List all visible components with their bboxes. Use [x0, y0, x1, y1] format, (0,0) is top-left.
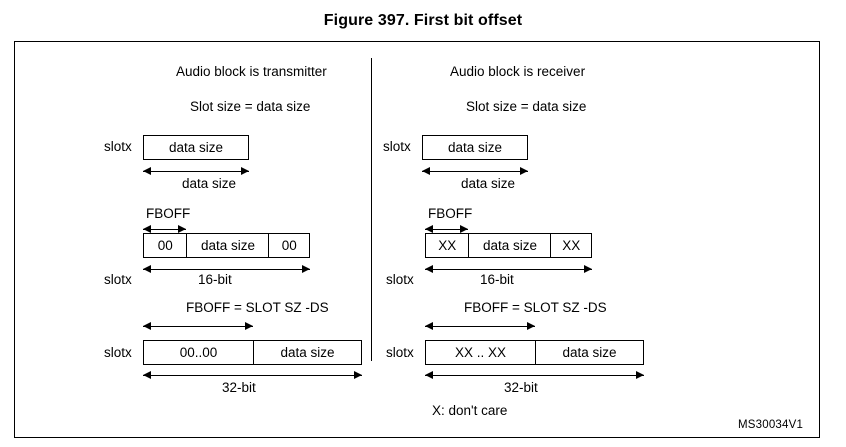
panel-heading-receiver: Audio block is receiver — [450, 64, 586, 79]
fboff-arrow-rx-row-2 — [425, 225, 468, 234]
figure-title: Figure 397. First bit offset — [323, 12, 523, 29]
slot-box-tx-row-1: data size — [143, 135, 249, 160]
cell-rx-row-1-0: data size — [447, 140, 503, 155]
slot-box-rx-row-3: XX .. XX data size — [425, 340, 644, 365]
panel-heading-transmitter: Audio block is transmitter — [176, 64, 327, 79]
dim-arrow-tx-row-2 — [143, 265, 310, 274]
dim-caption-rx-row-2: 16-bit — [480, 272, 514, 287]
fboff-caption-rx-row-2: FBOFF — [428, 206, 473, 221]
panel-subheading-receiver: Slot size = data size — [466, 99, 587, 114]
slot-label-rx-row-3: slotx — [386, 345, 414, 360]
fboff-caption-tx-row-2: FBOFF — [146, 206, 191, 221]
dim-arrow-tx-row-1 — [143, 167, 249, 176]
figure-watermark: MS30034V1 — [738, 419, 804, 431]
dim-arrow-rx-row-2 — [425, 265, 592, 274]
dim-caption-rx-row-1: data size — [461, 176, 516, 191]
slot-box-rx-row-1: data size — [422, 135, 528, 160]
slot-label-tx-row-2: slotx — [104, 272, 132, 287]
cell-tx-row-2-0: 00 — [157, 238, 173, 253]
dont-care-note: X: don't care — [432, 403, 508, 418]
slot-label-rx-row-2: slotx — [386, 272, 414, 287]
slot-box-rx-row-2: XX data size XX — [425, 233, 592, 258]
cell-tx-row-2-2: 00 — [268, 234, 309, 257]
slot-label-rx-row-1: slotx — [383, 139, 411, 154]
fboff-arrow-tx-row-3 — [143, 322, 253, 331]
fboff-caption-tx-row-3: FBOFF = SLOT SZ -DS — [186, 300, 329, 315]
slot-label-tx-row-1: slotx — [104, 139, 132, 154]
figure-frame — [14, 41, 820, 438]
dim-caption-tx-row-3: 32-bit — [222, 380, 256, 395]
cell-rx-row-2-1: data size — [468, 234, 550, 257]
panel-divider — [371, 58, 372, 361]
fboff-caption-rx-row-3: FBOFF = SLOT SZ -DS — [464, 300, 607, 315]
cell-rx-row-3-1: data size — [534, 341, 643, 364]
fboff-arrow-rx-row-3 — [425, 322, 535, 331]
slot-label-tx-row-3: slotx — [104, 345, 132, 360]
cell-tx-row-1-0: data size — [168, 140, 224, 155]
dim-caption-rx-row-3: 32-bit — [504, 380, 538, 395]
cell-rx-row-2-0: XX — [438, 238, 457, 253]
dim-arrow-rx-row-3 — [425, 371, 644, 380]
slot-box-tx-row-2: 00 data size 00 — [143, 233, 310, 258]
fboff-arrow-tx-row-2 — [143, 225, 186, 234]
cell-tx-row-2-1: data size — [186, 234, 268, 257]
cell-tx-row-3-1: data size — [252, 341, 361, 364]
slot-box-tx-row-3: 00..00 data size — [143, 340, 362, 365]
cell-rx-row-2-2: XX — [550, 234, 591, 257]
panel-subheading-transmitter: Slot size = data size — [190, 99, 311, 114]
dim-arrow-rx-row-1 — [422, 167, 528, 176]
dim-arrow-tx-row-3 — [143, 371, 362, 380]
cell-rx-row-3-0: XX .. XX — [454, 345, 506, 360]
dim-caption-tx-row-2: 16-bit — [198, 272, 232, 287]
dim-caption-tx-row-1: data size — [182, 176, 237, 191]
cell-tx-row-3-0: 00..00 — [179, 345, 218, 360]
